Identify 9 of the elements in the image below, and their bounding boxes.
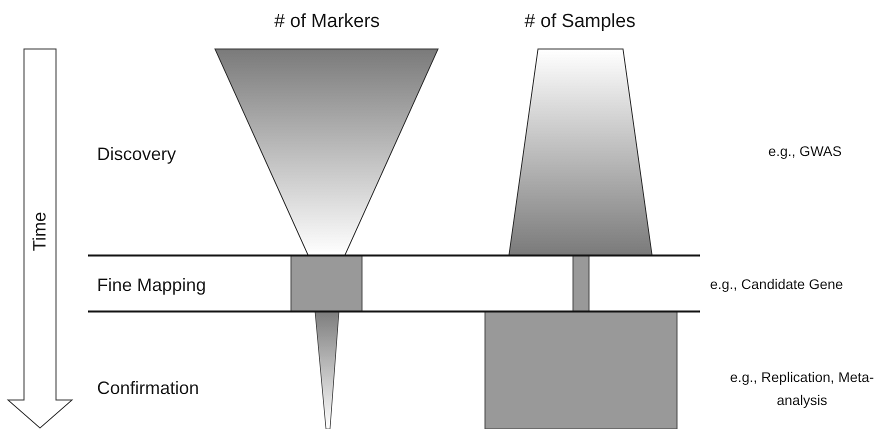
example-note: e.g., Replication, Meta-analysis (729, 368, 875, 410)
stage-label: Discovery (97, 143, 176, 166)
column-heading: # of Samples (524, 10, 636, 34)
stage-label: Fine Mapping (97, 274, 206, 297)
stage-label: Confirmation (97, 377, 200, 400)
example-note: e.g., GWAS (767, 142, 843, 161)
column-heading: # of Markers (273, 10, 381, 34)
axis-label: Time (28, 210, 50, 254)
example-note: e.g., Candidate Gene (710, 275, 844, 294)
